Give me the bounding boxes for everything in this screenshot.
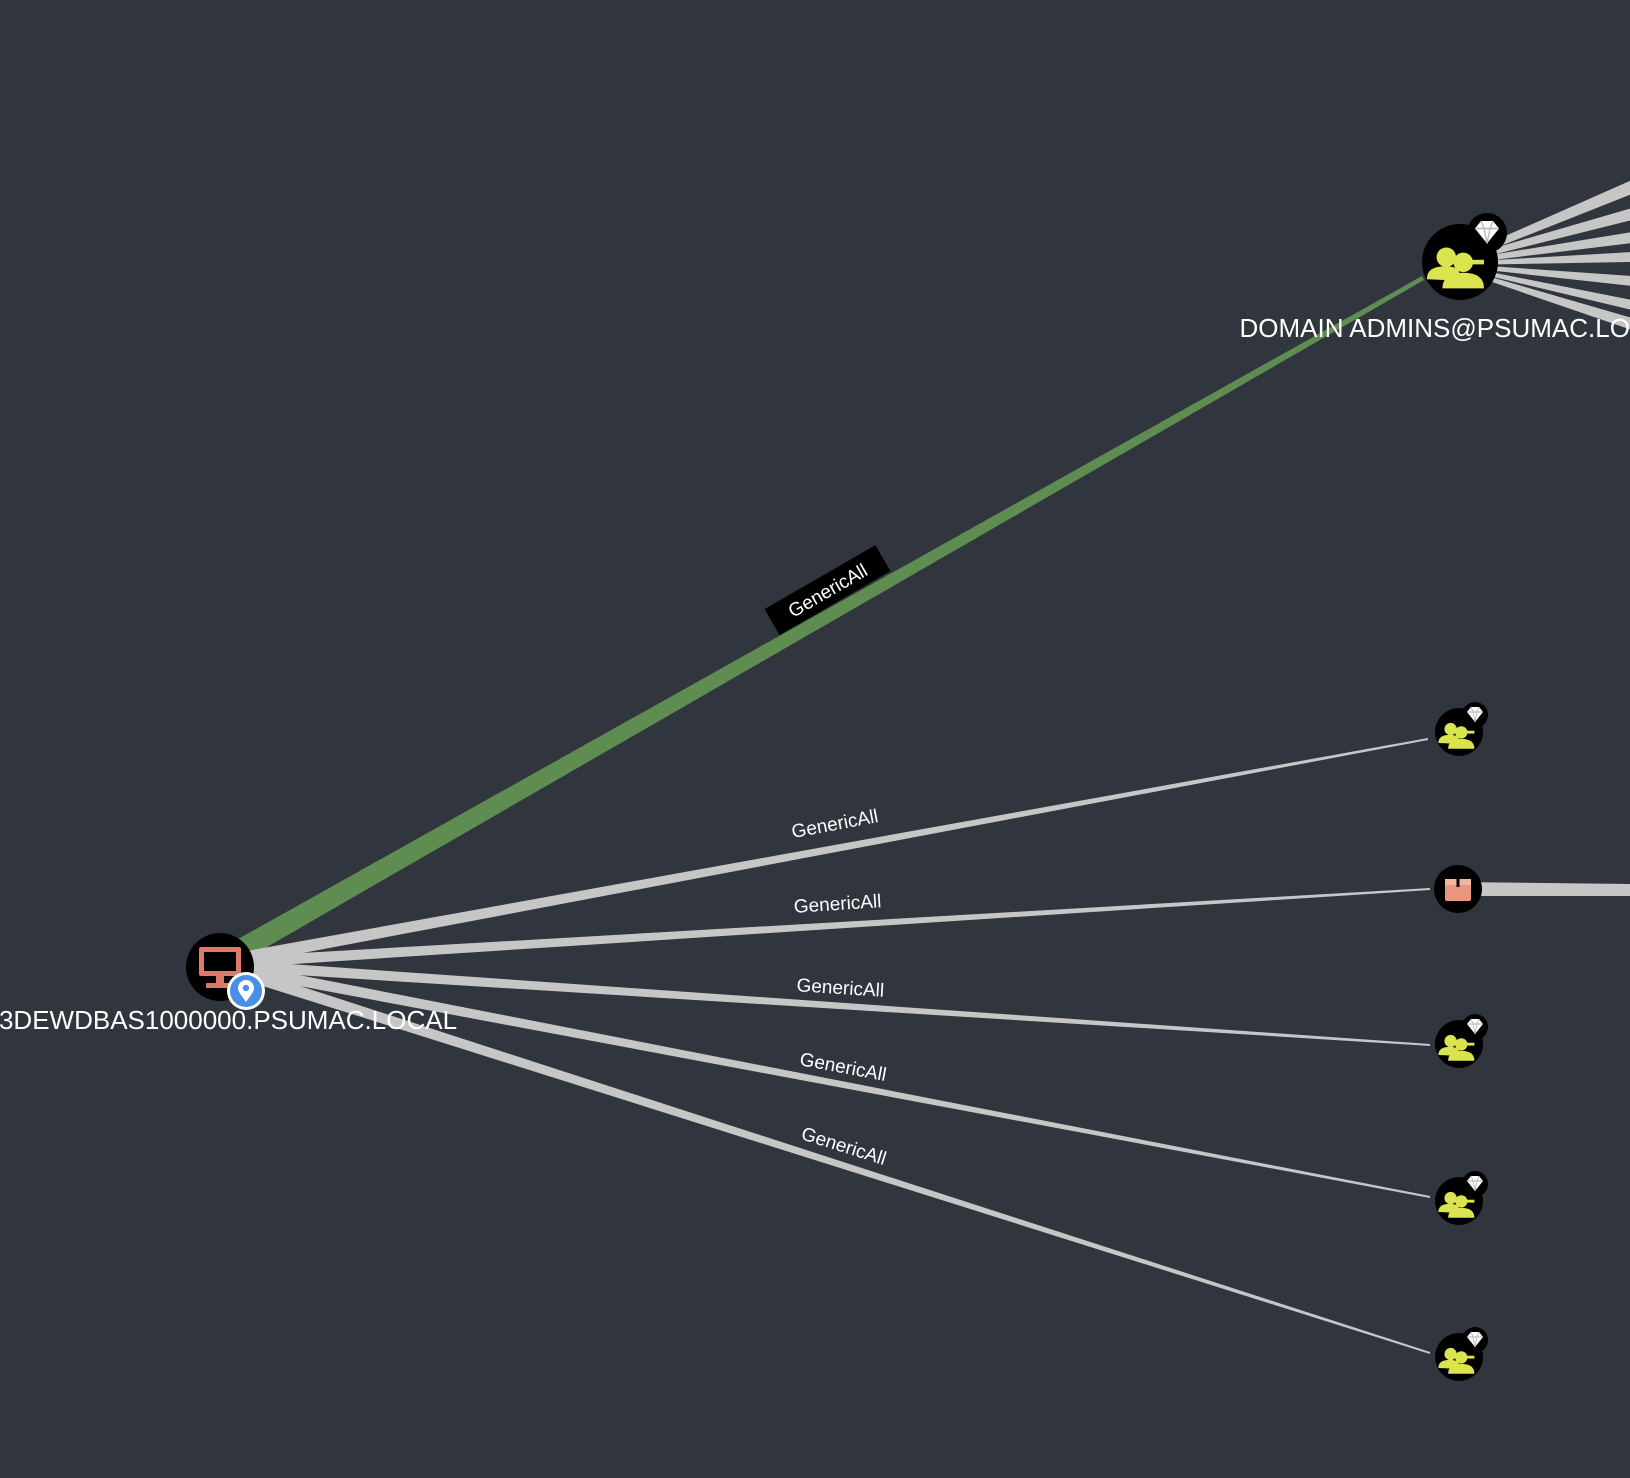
- node-group-3[interactable]: [1435, 1171, 1488, 1225]
- nodes: 3DEWDBAS1000000.PSUMAC.LOCAL DOMAIN ADMI…: [0, 213, 1630, 1381]
- node-label: 3DEWDBAS1000000.PSUMAC.LOCAL: [0, 1005, 457, 1035]
- diamond-icon: [1462, 1014, 1488, 1040]
- edge-label: GenericAll: [790, 806, 880, 843]
- diamond-icon: [1462, 1171, 1488, 1197]
- node-computer[interactable]: 3DEWDBAS1000000.PSUMAC.LOCAL: [0, 933, 457, 1035]
- diamond-icon: [1467, 213, 1507, 253]
- offscreen-edge-container: [1456, 882, 1630, 896]
- node-container-1[interactable]: [1434, 865, 1482, 913]
- location-pin-icon: [227, 972, 265, 1010]
- diamond-icon: [1462, 1327, 1488, 1353]
- edge-label: GenericAll: [793, 891, 882, 918]
- edge-label: GenericAll: [796, 975, 885, 1001]
- node-label: DOMAIN ADMINS@PSUMAC.LOCAL: [1239, 313, 1630, 343]
- edges: GenericAll GenericAll GenericAll Generic…: [222, 180, 1630, 1354]
- node-group-2[interactable]: [1435, 1014, 1488, 1068]
- node-domain-admins[interactable]: DOMAIN ADMINS@PSUMAC.LOCAL: [1239, 213, 1630, 343]
- edge-label-background: [764, 545, 891, 636]
- node-group-4[interactable]: [1435, 1327, 1488, 1381]
- monitor-icon: [199, 947, 241, 988]
- diamond-icon: [1462, 702, 1488, 728]
- box-icon: [1445, 879, 1471, 901]
- node-group-1[interactable]: [1435, 702, 1488, 756]
- edge-computer-to-domain-admins[interactable]: GenericAll: [222, 276, 1424, 966]
- edge-computer-to-container-1[interactable]: GenericAll: [232, 888, 1430, 968]
